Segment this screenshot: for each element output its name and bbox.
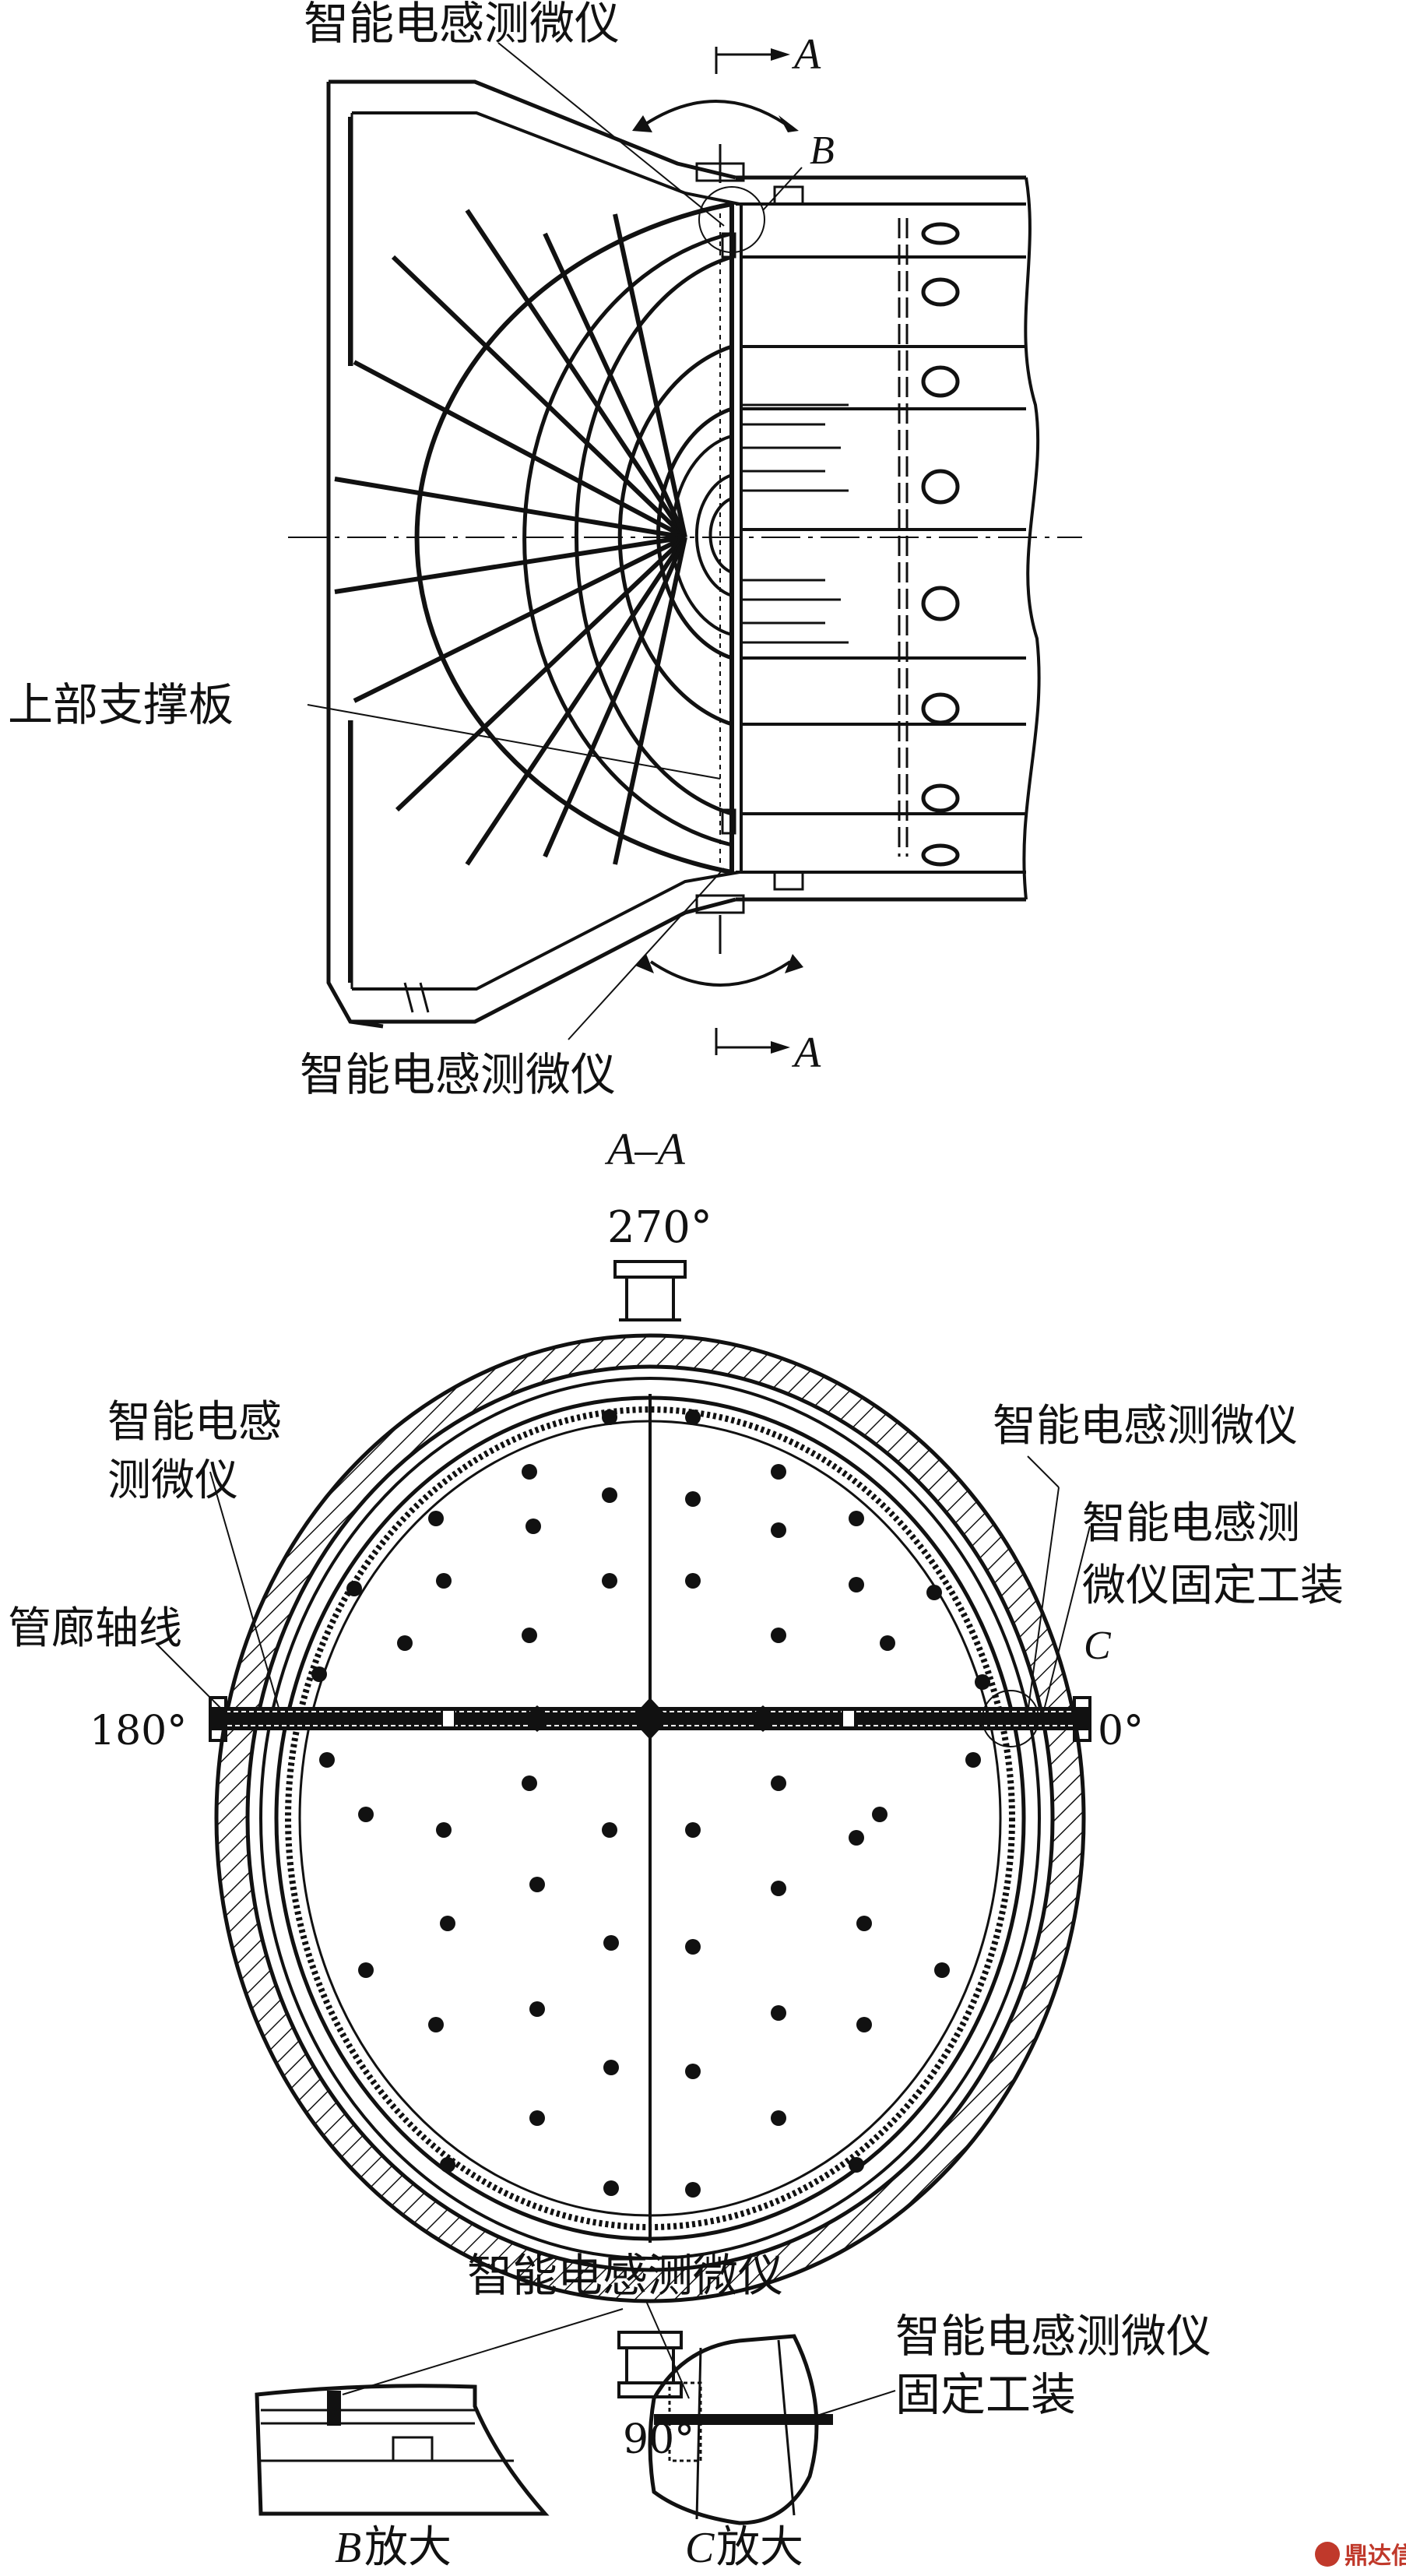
section-letter-bottom: A: [791, 1029, 821, 1077]
caption-b-letter: B: [335, 2524, 361, 2572]
section-markers: [403, 47, 803, 1055]
detail-b-letter: B: [810, 128, 835, 173]
nozzle-bottom: [617, 2331, 683, 2398]
watermark-text: 鼎达信: [1344, 2543, 1406, 2570]
fixture-label-1: 智能电感测: [1082, 1498, 1300, 1549]
probe-label-bottom: 智能电感测微仪: [300, 1048, 616, 1101]
probe-label-top: 智能电感测微仪: [304, 0, 620, 50]
detail-b-drawing: [255, 2308, 624, 2516]
probe-label-left-1: 智能电感: [107, 1397, 282, 1448]
fixture-label-2: 微仪固定工装: [1082, 1561, 1344, 1611]
top-view: 智能电感测微仪 A B 上部支撑板 A 智能电感测微仪: [8, 0, 1082, 1101]
probe-label-right: 智能电感测微仪: [993, 1401, 1298, 1452]
angle-0: 0°: [1098, 1708, 1144, 1754]
tube-lane-label: 管廊轴线: [8, 1603, 182, 1654]
detail-c-letter: C: [1084, 1624, 1112, 1668]
nozzle-top: [613, 1260, 687, 1321]
detail-probe-label: 智能电感测微仪: [467, 2249, 783, 2302]
section-title: A–A: [604, 1124, 685, 1174]
caption-c-text: 放大: [716, 2522, 803, 2573]
top-leaders: [307, 42, 725, 1040]
angle-270: 270°: [607, 1202, 712, 1253]
tube-dots: [311, 1409, 990, 2198]
angle-180: 180°: [90, 1708, 187, 1754]
probe-label-left-2: 测微仪: [107, 1455, 238, 1506]
section-leaders: [155, 1455, 1091, 1714]
section-letter-top: A: [791, 30, 821, 79]
detail-fixture-label-1: 智能电感测微仪: [895, 2310, 1211, 2363]
detail-views: 智能电感测微仪 智能电感测微仪 固定工装 B 放大 C 放大: [255, 2249, 1211, 2573]
caption-c-letter: C: [685, 2524, 715, 2572]
detail-c-drawing: [645, 2300, 896, 2525]
watermark: 鼎达信: [1315, 2542, 1406, 2570]
side-stubs: [209, 1696, 1091, 1742]
caption-b-text: 放大: [364, 2522, 452, 2573]
detail-fixture-label-2: 固定工装: [895, 2368, 1076, 2421]
support-plate-label: 上部支撑板: [8, 678, 234, 731]
cross-members: [210, 1394, 1090, 2243]
section-view: A–A 270°: [8, 1124, 1344, 2463]
u-bends: [288, 202, 1082, 875]
tube-bundle: [740, 218, 1026, 867]
